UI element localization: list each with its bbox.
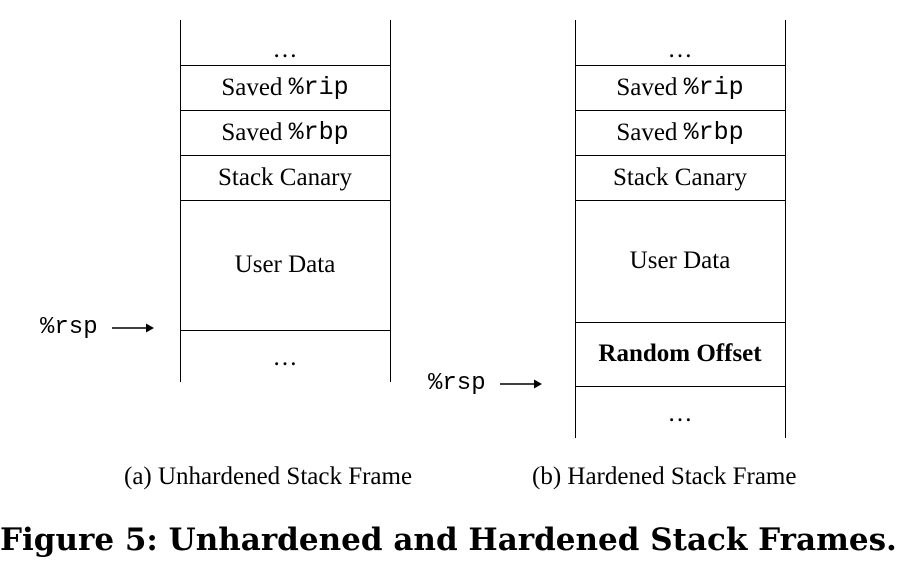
rsp-label: %rsp — [428, 370, 486, 397]
ellipsis-text: … — [667, 36, 693, 63]
top-ellipsis-cell: … — [575, 30, 785, 70]
frame-divider — [575, 386, 785, 387]
stack-canary-cell: Stack Canary — [180, 155, 390, 200]
stack-canary-label: Stack Canary — [218, 163, 352, 191]
top-ellipsis-cell: … — [180, 30, 390, 70]
frame-divider — [180, 155, 390, 156]
user-data-label: User Data — [234, 251, 336, 278]
stack-right-rail — [390, 20, 391, 382]
frame-divider — [180, 330, 390, 331]
right-arrow-icon — [111, 323, 154, 332]
stack-left-rail — [575, 20, 576, 438]
saved-rip-register: %rip — [683, 73, 744, 102]
bottom-ellipsis-cell: … — [575, 394, 785, 434]
saved-rbp-cell: Saved %rbp — [575, 110, 785, 155]
saved-rip-cell: Saved %rip — [180, 65, 390, 110]
saved-rip-label: Saved — [221, 73, 289, 101]
frame-divider — [575, 155, 785, 156]
right-arrow-icon — [499, 379, 542, 388]
ellipsis-text: … — [272, 344, 298, 371]
frame-divider — [180, 65, 390, 66]
rsp-pointer: %rsp — [40, 314, 154, 341]
saved-rbp-register: %rbp — [288, 118, 349, 147]
frame-divider — [575, 322, 785, 323]
user-data-label: User Data — [629, 247, 731, 274]
stack-left-rail — [180, 20, 181, 382]
bottom-ellipsis-cell: … — [180, 338, 390, 378]
random-offset-cell: Random Offset — [575, 322, 785, 386]
saved-rip-label: Saved — [616, 73, 684, 101]
stack-canary-cell: Stack Canary — [575, 155, 785, 200]
user-data-cell: User Data — [180, 200, 390, 330]
frame-divider — [180, 110, 390, 111]
frame-divider — [575, 200, 785, 201]
unhardened-stack: … Saved %rip Saved %rbp Stack Canary Use… — [180, 20, 391, 382]
frame-divider — [575, 65, 785, 66]
subcaption-a: (a) Unhardened Stack Frame — [124, 463, 413, 490]
saved-rip-cell: Saved %rip — [575, 65, 785, 110]
saved-rbp-cell: Saved %rbp — [180, 110, 390, 155]
subcaption-b: (b) Hardened Stack Frame — [532, 463, 797, 490]
rsp-label: %rsp — [40, 314, 98, 341]
saved-rbp-label: Saved — [221, 118, 289, 146]
ellipsis-text: … — [667, 400, 693, 427]
figure-caption: Figure 5: Unhardened and Hardened Stack … — [0, 522, 897, 558]
saved-rbp-register: %rbp — [683, 118, 744, 147]
stack-canary-label: Stack Canary — [613, 163, 747, 191]
saved-rip-register: %rip — [288, 73, 349, 102]
random-offset-label: Random Offset — [598, 340, 762, 367]
hardened-stack: … Saved %rip Saved %rbp Stack Canary Use… — [575, 20, 786, 438]
rsp-pointer: %rsp — [428, 370, 542, 397]
saved-rbp-label: Saved — [616, 118, 684, 146]
frame-divider — [180, 200, 390, 201]
user-data-cell: User Data — [575, 200, 785, 322]
ellipsis-text: … — [272, 36, 298, 63]
frame-divider — [575, 110, 785, 111]
stack-right-rail — [785, 20, 786, 438]
